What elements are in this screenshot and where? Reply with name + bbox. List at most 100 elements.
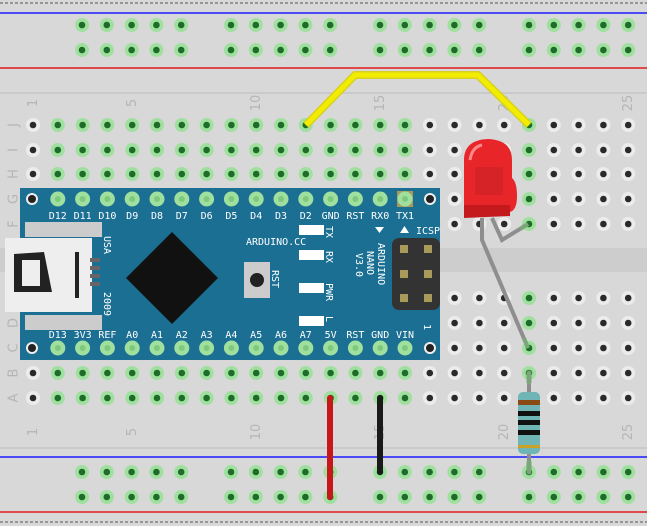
breadboard-hole[interactable] <box>249 143 264 157</box>
breadboard-hole[interactable] <box>75 391 90 405</box>
breadboard-hole[interactable] <box>174 167 189 181</box>
breadboard-hole[interactable] <box>546 192 561 206</box>
breadboard-hole[interactable] <box>174 391 189 405</box>
breadboard-hole[interactable] <box>571 118 586 132</box>
breadboard-hole[interactable] <box>571 341 586 355</box>
breadboard-hole[interactable] <box>447 217 462 231</box>
breadboard-hole[interactable] <box>398 366 412 380</box>
breadboard-hole[interactable] <box>596 316 611 330</box>
breadboard-hole[interactable] <box>472 316 487 330</box>
breadboard-hole[interactable] <box>596 143 611 157</box>
breadboard-hole[interactable] <box>75 143 90 157</box>
breadboard-hole[interactable] <box>398 167 412 181</box>
breadboard-hole[interactable] <box>397 465 412 479</box>
breadboard-hole[interactable] <box>398 391 412 405</box>
breadboard-hole[interactable] <box>621 192 636 206</box>
breadboard-hole[interactable] <box>397 43 412 57</box>
breadboard-hole[interactable] <box>422 167 437 181</box>
breadboard-hole[interactable] <box>571 167 586 181</box>
breadboard-hole[interactable] <box>224 167 239 181</box>
breadboard-hole[interactable] <box>621 167 636 181</box>
breadboard-hole[interactable] <box>75 43 89 57</box>
breadboard-hole[interactable] <box>422 490 437 504</box>
breadboard-hole[interactable] <box>248 490 263 504</box>
breadboard-hole[interactable] <box>149 465 164 479</box>
breadboard-hole[interactable] <box>150 167 164 181</box>
breadboard-hole[interactable] <box>472 118 487 132</box>
breadboard-hole[interactable] <box>99 18 114 32</box>
breadboard-hole[interactable] <box>546 143 561 157</box>
breadboard-hole[interactable] <box>50 167 65 181</box>
breadboard-hole[interactable] <box>571 316 586 330</box>
breadboard-hole[interactable] <box>224 465 238 479</box>
breadboard-hole[interactable] <box>199 391 214 405</box>
breadboard-hole[interactable] <box>75 167 90 181</box>
arduino-nano[interactable]: D12D13D113V3D10REFD9A0D8A1D7A2D6A3D5A4D4… <box>5 188 440 360</box>
breadboard-hole[interactable] <box>249 167 264 181</box>
breadboard-hole[interactable] <box>497 366 512 380</box>
breadboard-hole[interactable] <box>546 341 561 355</box>
breadboard-hole[interactable] <box>596 465 611 479</box>
breadboard-hole[interactable] <box>621 143 636 157</box>
breadboard-hole[interactable] <box>447 143 462 157</box>
arduino-pin[interactable] <box>223 191 239 207</box>
breadboard-hole[interactable] <box>373 167 388 181</box>
breadboard-hole[interactable] <box>248 465 263 479</box>
breadboard-hole[interactable] <box>124 18 139 32</box>
breadboard-hole[interactable] <box>546 118 561 132</box>
arduino-pin[interactable] <box>298 191 314 207</box>
breadboard-hole[interactable] <box>150 118 164 132</box>
arduino-pin[interactable] <box>347 191 363 207</box>
breadboard-hole[interactable] <box>323 143 338 157</box>
breadboard-hole[interactable] <box>124 490 139 504</box>
breadboard-hole[interactable] <box>596 217 611 231</box>
breadboard-hole[interactable] <box>522 490 536 504</box>
breadboard-hole[interactable] <box>422 143 437 157</box>
breadboard-hole[interactable] <box>596 366 611 380</box>
breadboard-hole[interactable] <box>522 316 536 330</box>
breadboard-hole[interactable] <box>149 18 164 32</box>
breadboard-hole[interactable] <box>546 43 561 57</box>
breadboard-hole[interactable] <box>546 316 561 330</box>
breadboard-hole[interactable] <box>174 18 189 32</box>
breadboard-hole[interactable] <box>373 18 387 32</box>
breadboard-hole[interactable] <box>447 316 462 330</box>
breadboard-hole[interactable] <box>174 366 189 380</box>
breadboard-hole[interactable] <box>248 43 263 57</box>
breadboard-hole[interactable] <box>199 167 214 181</box>
breadboard-hole[interactable] <box>149 490 164 504</box>
breadboard-hole[interactable] <box>224 43 238 57</box>
breadboard-hole[interactable] <box>348 143 363 157</box>
arduino-pin[interactable] <box>149 340 165 356</box>
breadboard-hole[interactable] <box>298 366 313 380</box>
breadboard-hole[interactable] <box>596 43 611 57</box>
breadboard-hole[interactable] <box>522 192 536 206</box>
breadboard-hole[interactable] <box>447 391 462 405</box>
breadboard-hole[interactable] <box>546 217 561 231</box>
breadboard-hole[interactable] <box>398 143 412 157</box>
breadboard-hole[interactable] <box>100 167 115 181</box>
breadboard-hole[interactable] <box>174 465 189 479</box>
breadboard-hole[interactable] <box>447 291 462 305</box>
arduino-pin[interactable] <box>273 191 289 207</box>
breadboard-hole[interactable] <box>298 43 313 57</box>
breadboard-hole[interactable] <box>75 18 89 32</box>
breadboard-hole[interactable] <box>323 43 338 57</box>
arduino-pin[interactable] <box>248 340 264 356</box>
breadboard-hole[interactable] <box>174 118 189 132</box>
breadboard-hole[interactable] <box>596 192 611 206</box>
breadboard-hole[interactable] <box>472 291 487 305</box>
breadboard-hole[interactable] <box>422 43 437 57</box>
breadboard-hole[interactable] <box>447 341 462 355</box>
breadboard-hole[interactable] <box>150 366 164 380</box>
breadboard-hole[interactable] <box>373 490 387 504</box>
breadboard-hole[interactable] <box>497 391 512 405</box>
breadboard-hole[interactable] <box>571 217 586 231</box>
arduino-pin[interactable] <box>75 340 91 356</box>
breadboard-hole[interactable] <box>472 341 487 355</box>
breadboard-hole[interactable] <box>447 167 462 181</box>
breadboard-hole[interactable] <box>621 341 636 355</box>
breadboard-hole[interactable] <box>546 167 561 181</box>
breadboard-hole[interactable] <box>571 490 586 504</box>
breadboard-hole[interactable] <box>621 217 636 231</box>
